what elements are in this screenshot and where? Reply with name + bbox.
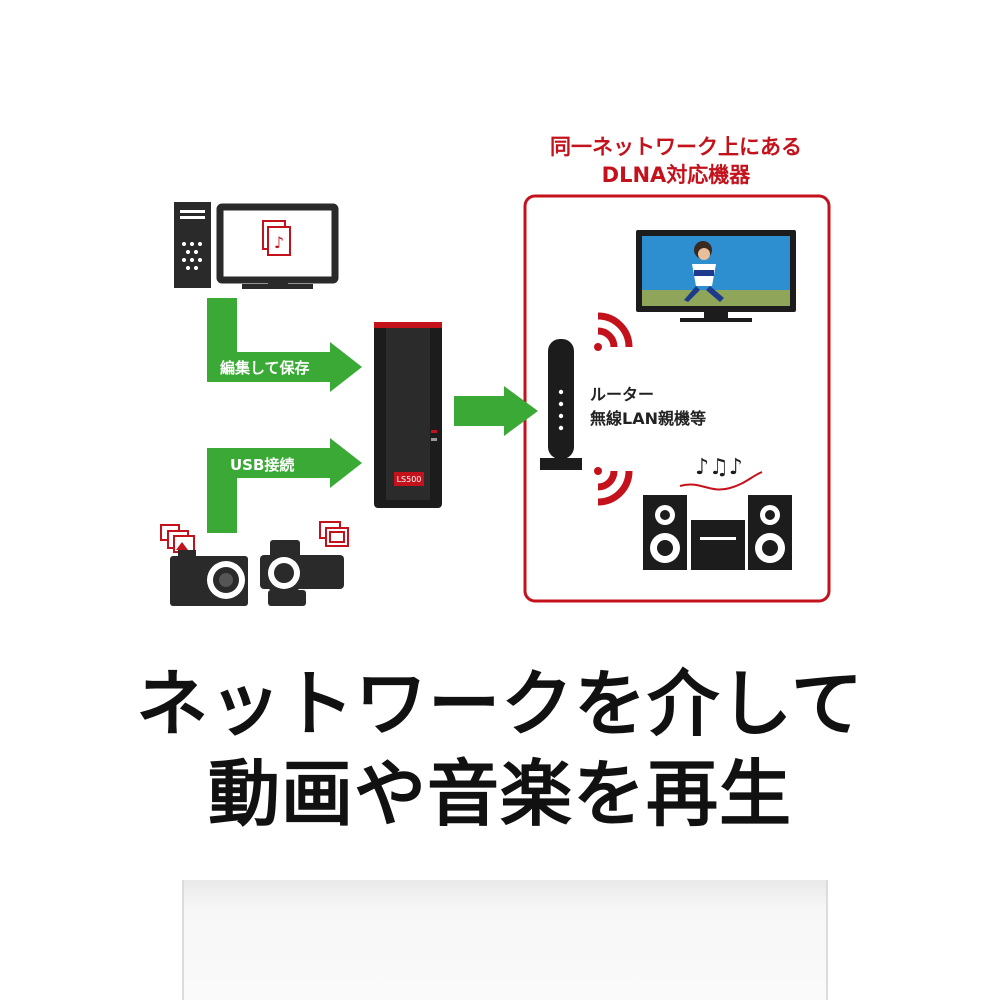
nas-drive-icon: LS500 [374,322,442,508]
desktop-pc-icon [174,202,339,289]
dlna-caption-line2: DLNA対応機器 [602,163,752,187]
nas-model-label: LS500 [397,475,422,484]
heading-line1: ネットワークを介して [136,662,864,746]
dlna-caption-line1: 同一ネットワーク上にある [550,135,802,159]
arrow-save-label: 編集して保存 [220,359,310,377]
product-box-top [182,880,828,1000]
photo-file-icon [160,524,195,553]
router-label-line1: ルーター [590,385,654,404]
dlna-diagram: 同一ネットワーク上にある DLNA対応機器 ♪ 編集して保存 USB接続 [160,135,831,606]
arrow-to-router [454,386,538,436]
heading-line2: 動画や音楽を再生 [207,752,792,836]
dlna-devices-frame [523,194,831,603]
arrow-save: 編集して保存 [207,298,362,392]
stereo-icon [643,495,792,570]
wifi-signal-icon [594,467,633,506]
music-file-icon: ♪ [262,220,291,256]
film-file-icon [319,521,349,547]
svg-text:♪: ♪ [274,233,284,252]
router-icon [540,339,582,470]
camera-icon [170,550,248,606]
arrow-usb-label: USB接続 [230,456,294,474]
music-notes-icon: ♪♫♪ [679,455,763,491]
tv-icon [636,230,796,322]
wifi-signal-icon [594,312,633,351]
video-camera-icon [260,540,344,606]
router-label-line2: 無線LAN親機等 [590,409,706,428]
svg-text:♪♫♪: ♪♫♪ [695,455,743,480]
arrow-usb: USB接続 [207,438,362,533]
